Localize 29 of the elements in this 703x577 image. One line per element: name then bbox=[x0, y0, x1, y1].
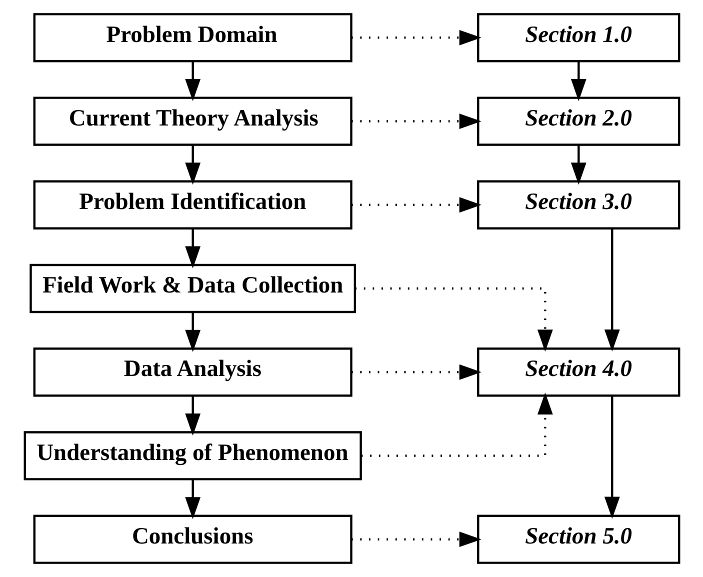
node-box: Problem Domain bbox=[32, 13, 352, 62]
arrow bbox=[604, 396, 620, 519]
node-box: Problem Identification bbox=[32, 180, 352, 230]
node-box: Data Analysis bbox=[32, 348, 352, 397]
arrow bbox=[570, 61, 586, 102]
arrow bbox=[350, 114, 481, 129]
node-box: Understanding of Phenomenon bbox=[23, 431, 362, 480]
arrow bbox=[184, 479, 200, 520]
arrow bbox=[604, 228, 620, 352]
arrow bbox=[184, 145, 200, 185]
arrow bbox=[350, 364, 481, 380]
node-box: Section 2.0 bbox=[476, 96, 680, 146]
node-box: Conclusions bbox=[32, 514, 352, 564]
arrow bbox=[184, 396, 200, 436]
node-box: Section 5.0 bbox=[476, 514, 680, 564]
arrow bbox=[350, 197, 481, 213]
arrow bbox=[184, 312, 200, 352]
arrow bbox=[184, 228, 200, 268]
node-box: Section 4.0 bbox=[476, 348, 680, 397]
arrow bbox=[184, 61, 200, 102]
node-box: Field Work & Data Collection bbox=[29, 264, 356, 314]
arrow bbox=[360, 392, 552, 457]
node-box: Section 1.0 bbox=[476, 13, 680, 62]
arrow bbox=[570, 145, 586, 185]
arrow bbox=[354, 287, 552, 352]
node-box: Section 3.0 bbox=[476, 180, 680, 230]
arrow bbox=[350, 30, 481, 46]
node-box: Current Theory Analysis bbox=[32, 96, 352, 146]
arrow bbox=[350, 532, 481, 548]
